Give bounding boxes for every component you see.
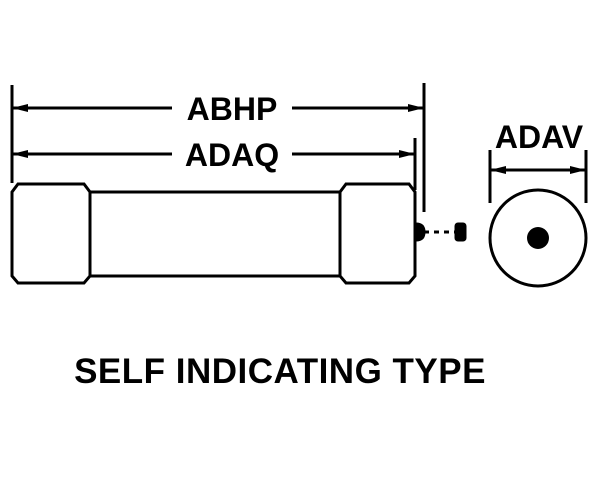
indicator-pin-tip — [454, 222, 467, 242]
body-length-label: ADAQ — [185, 137, 279, 173]
diagram-caption: SELF INDICATING TYPE — [74, 352, 486, 391]
fuse-end-view — [488, 188, 588, 288]
diameter-label: ADAV — [495, 119, 584, 155]
indicator-pin — [414, 222, 467, 242]
end-view-indicator-dot — [527, 227, 549, 249]
extension-lines — [10, 83, 588, 212]
overall-length-label: ABHP — [187, 91, 278, 127]
fuse-tube — [88, 190, 342, 278]
left-end-cap — [10, 182, 92, 285]
fuse-body — [10, 182, 417, 285]
indicator-pin-base — [414, 222, 426, 242]
right-end-cap — [338, 182, 417, 285]
